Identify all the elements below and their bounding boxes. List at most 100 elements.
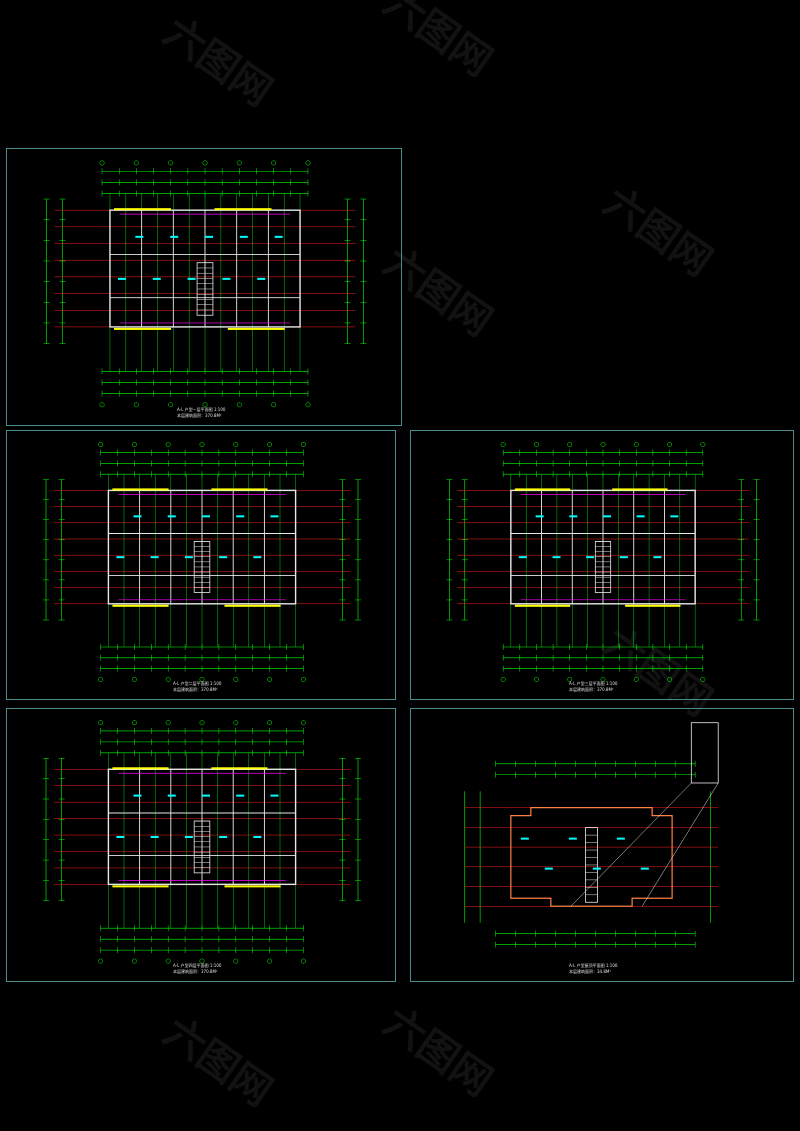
axis-bubble — [271, 160, 277, 166]
room-label — [670, 515, 679, 518]
room-label — [586, 556, 595, 559]
roof-plan-drawing — [464, 722, 719, 948]
window-band — [112, 604, 169, 607]
leader-line — [570, 782, 692, 907]
window-band — [514, 488, 571, 491]
sheet-area: 本层建筑面积：370.8M² — [173, 969, 218, 974]
drawing-sheet-third-floor[interactable]: A-L 户型三层平面图 1:100 本层建筑面积：370.8M² — [410, 430, 794, 700]
axis-bubble — [700, 442, 706, 447]
axis-bubble — [168, 160, 174, 166]
room-label — [274, 235, 283, 238]
room-label — [135, 235, 144, 238]
axis-bubble — [168, 402, 174, 408]
sheet-scale: 1:100 — [605, 681, 618, 686]
room-label — [569, 515, 578, 518]
floor-plan-drawing — [446, 442, 760, 682]
axis-bubble — [633, 442, 639, 447]
axis-bubble — [233, 958, 239, 964]
floor-plan-drawing — [43, 720, 361, 964]
sheet-title: A-L 户型一层平面图 — [177, 407, 213, 412]
room-label — [167, 515, 176, 518]
axis-bubble — [199, 720, 205, 726]
sheet-title: A-L 户型屋顶平面图 — [569, 963, 605, 968]
axis-bubble — [199, 958, 205, 964]
axis-bubble — [267, 720, 273, 726]
sheet-caption: A-L 户型屋顶平面图 1:100 本层建筑面积：34.8M² — [569, 963, 617, 975]
sheet-title: A-L 户型三层平面图 — [569, 681, 605, 686]
axis-bubble — [131, 442, 137, 447]
room-label — [239, 235, 248, 238]
axis-bubble — [99, 160, 105, 166]
watermark: 六图网 — [155, 1009, 281, 1116]
roof-outline — [510, 807, 673, 907]
axis-bubble — [165, 676, 171, 682]
axis-bubble — [133, 160, 139, 166]
room-label — [222, 277, 231, 280]
room-label — [133, 794, 142, 797]
room-label — [184, 836, 193, 839]
room-label — [640, 867, 649, 870]
window-band — [514, 604, 571, 607]
room-label — [636, 515, 645, 518]
room-label — [202, 794, 210, 797]
axis-bubble — [300, 442, 306, 447]
room-label — [535, 515, 544, 518]
watermark: 六图网 — [155, 9, 281, 116]
sheet-area: 本层建筑面积：370.8M² — [177, 413, 222, 418]
room-label — [270, 794, 279, 797]
watermark: 六图网 — [595, 179, 721, 286]
room-label — [616, 837, 625, 840]
axis-bubble — [300, 676, 306, 682]
axis-bubble — [600, 676, 606, 682]
axis-bubble — [99, 402, 105, 408]
axis-bubble — [633, 676, 639, 682]
room-label — [187, 277, 196, 280]
window-band — [625, 604, 681, 607]
room-label — [552, 556, 561, 559]
drawing-sheet-first-floor[interactable]: A-L 户型一层平面图 1:100 本层建筑面积：370.8M² — [6, 148, 402, 426]
room-label — [592, 867, 601, 870]
axis-bubble — [165, 442, 171, 447]
window-band — [227, 327, 285, 330]
watermark: 六图网 — [375, 0, 501, 86]
axis-bubble — [233, 676, 239, 682]
watermark: 六图网 — [375, 999, 501, 1106]
axis-bubble — [267, 958, 273, 964]
axis-bubble — [199, 676, 205, 682]
axis-bubble — [267, 676, 273, 682]
room-label — [270, 515, 279, 518]
drawing-sheet-fourth-floor[interactable]: A-L 户型四层平面图 1:100 本层建筑面积：370.8M² — [6, 708, 396, 982]
axis-bubble — [98, 720, 104, 726]
axis-bubble — [567, 442, 573, 447]
room-label — [253, 836, 262, 839]
room-label — [133, 515, 142, 518]
room-label — [219, 556, 228, 559]
room-label — [544, 867, 553, 870]
axis-bubble — [133, 402, 139, 408]
axis-bubble — [533, 676, 539, 682]
room-label — [568, 837, 577, 840]
axis-bubble — [305, 160, 311, 166]
axis-bubble — [667, 676, 673, 682]
room-label — [184, 556, 193, 559]
room-label — [236, 794, 245, 797]
room-label — [603, 515, 611, 518]
room-label — [152, 277, 161, 280]
axis-bubble — [305, 402, 311, 408]
sheet-area: 本层建筑面积：370.8M² — [569, 687, 614, 692]
axis-bubble — [500, 676, 506, 682]
room-label — [205, 235, 213, 238]
sheet-caption: A-L 户型三层平面图 1:100 本层建筑面积：370.8M² — [569, 681, 617, 693]
room-label — [150, 836, 159, 839]
window-band — [612, 488, 668, 491]
axis-bubble — [271, 402, 277, 408]
drawing-sheet-second-floor[interactable]: A-L 户型二层平面图 1:100 本层建筑面积：370.8M² — [6, 430, 396, 700]
axis-bubble — [300, 958, 306, 964]
room-label — [253, 556, 262, 559]
axis-bubble — [98, 676, 104, 682]
sheet-scale: 1:100 — [209, 681, 222, 686]
window-band — [112, 885, 169, 888]
room-label — [116, 836, 125, 839]
drawing-sheet-roof[interactable]: A-L 户型屋顶平面图 1:100 本层建筑面积：34.8M² — [410, 708, 794, 982]
sheet-scale: 1:100 — [605, 963, 618, 968]
